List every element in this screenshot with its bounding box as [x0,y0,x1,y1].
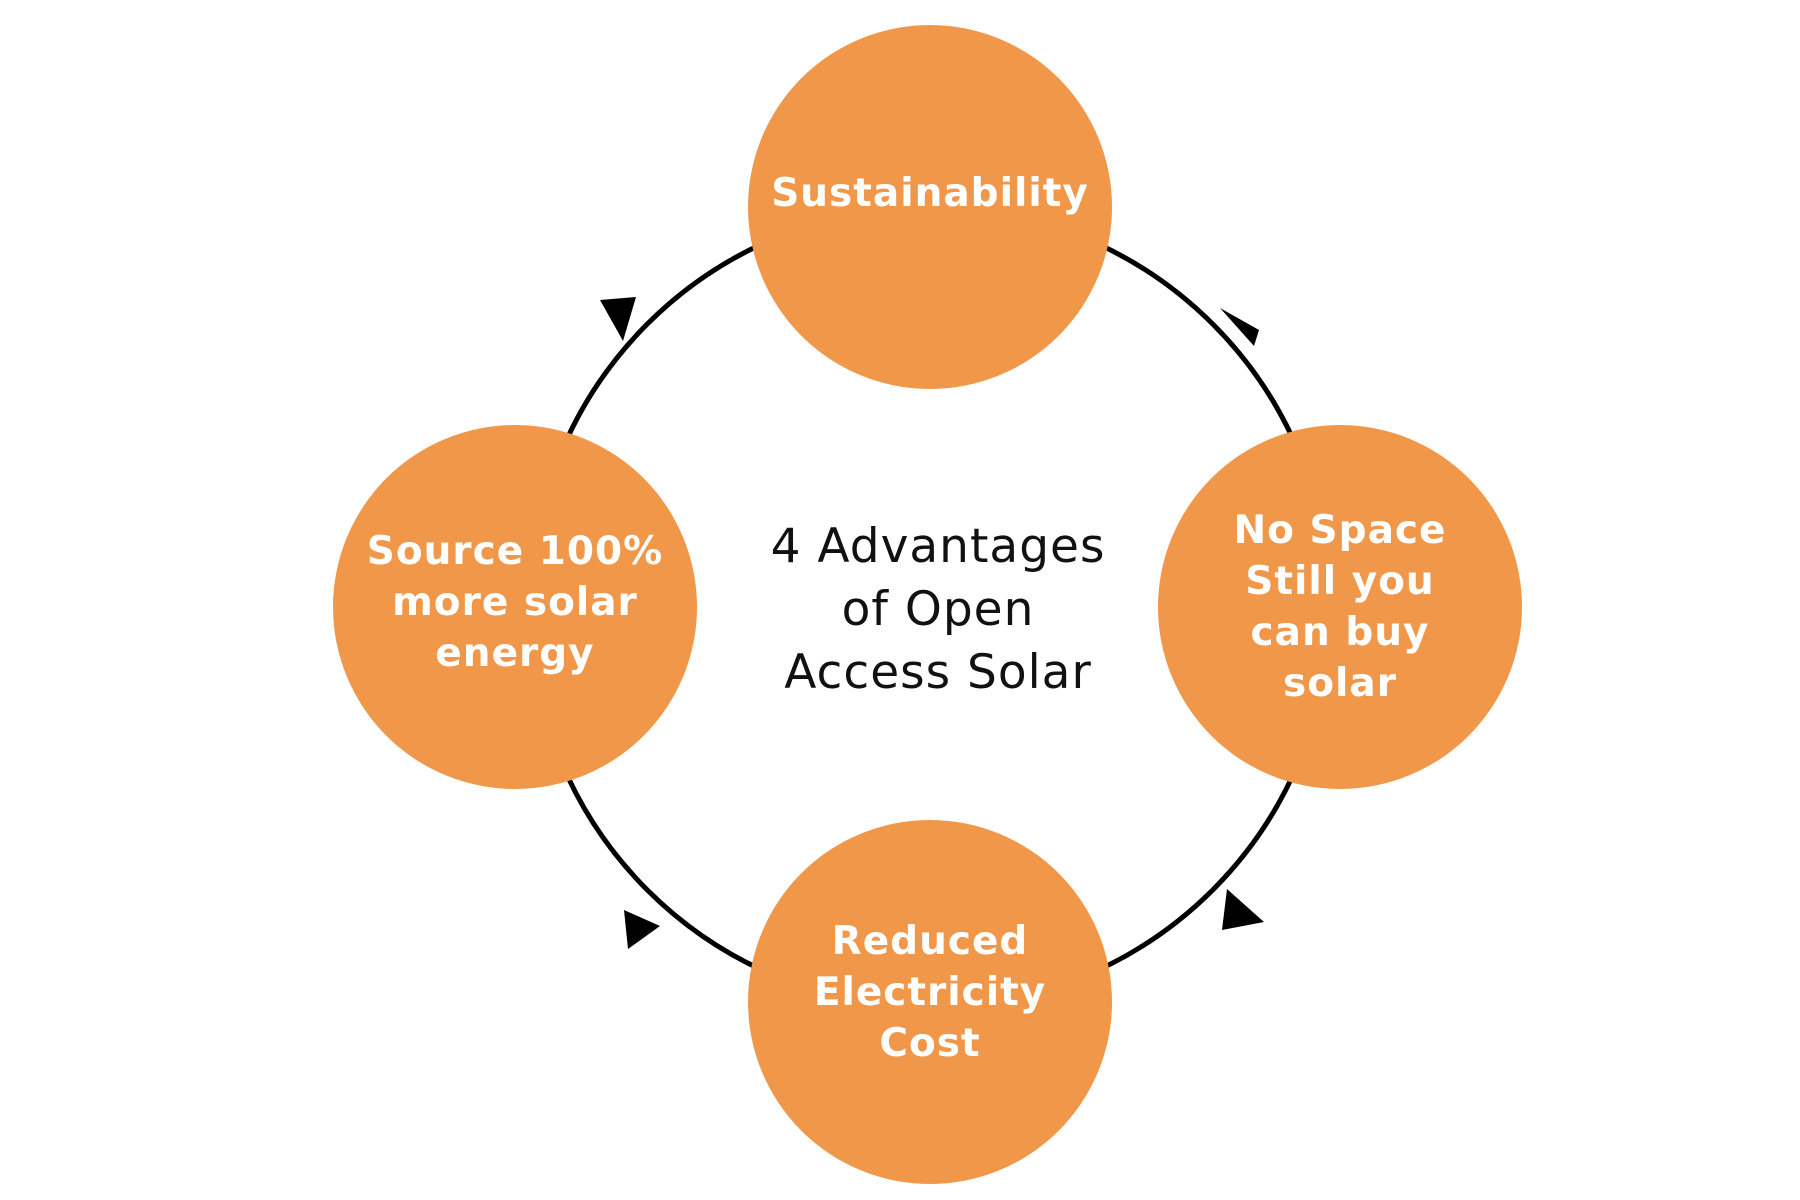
node-label: Sustainability [771,170,1089,216]
diagram-title: 4 Advantages of Open Access Solar [770,519,1106,700]
arrow-head-bottom-left [624,910,660,949]
node-label: Reduced Electricity Cost [813,918,1047,1066]
node-reduced-cost: Reduced Electricity Cost [748,820,1112,1184]
arrow-head-top-right [1220,308,1259,346]
arrow-head-left-top [600,297,636,341]
arrow-head-right-bottom [1222,889,1264,930]
node-sustainability: Sustainability [748,25,1112,389]
node-label: Source 100% more solar energy [366,528,664,676]
node-label: No Space Still you can buy solar [1233,508,1447,706]
node-source-solar: Source 100% more solar energy [333,425,697,789]
node-no-space: No Space Still you can buy solar [1158,425,1522,789]
